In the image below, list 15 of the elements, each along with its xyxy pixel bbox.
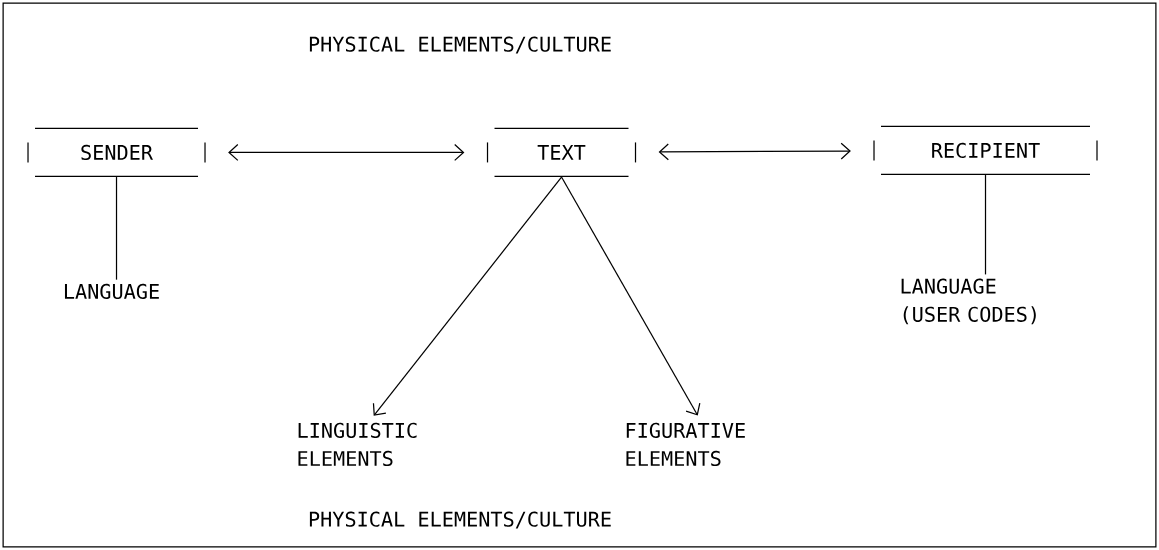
connector-line — [984, 174, 987, 276]
label-text: LINGUISTIC ELEMENTS — [298, 422, 417, 467]
connector-line — [115, 176, 118, 281]
bracket-box: SENDER — [27, 127, 206, 178]
heading: PHYSICAL ELEMENTS/CULTURE — [309, 511, 611, 529]
arrow — [228, 143, 465, 161]
bracket-box: RECIPIENT — [873, 125, 1098, 176]
label-text: FIGURATIVE ELEMENTS — [626, 422, 745, 467]
label-text: LANGUAGE — [64, 283, 159, 300]
label-text: LANGUAGE (USER CODES) — [901, 278, 1036, 325]
bracket-box: TEXT — [486, 127, 637, 178]
arrow — [372, 176, 563, 416]
heading: PHYSICAL ELEMENTS/CULTURE — [309, 36, 611, 54]
arrow — [560, 176, 701, 416]
arrow — [658, 142, 851, 161]
